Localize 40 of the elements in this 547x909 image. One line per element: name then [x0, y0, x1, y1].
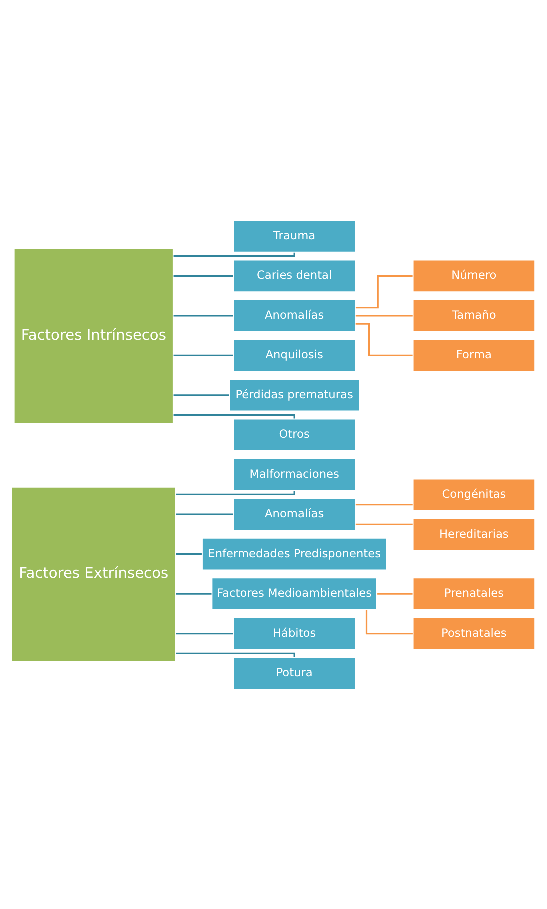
- node-box: Postnatales: [412, 616, 536, 650]
- connector: [356, 504, 413, 506]
- node-box: Tamaño: [412, 298, 536, 332]
- connector: [356, 314, 413, 316]
- connector: [176, 592, 212, 594]
- connector: [378, 592, 413, 594]
- connector: [176, 490, 296, 496]
- connector: [356, 322, 413, 356]
- node-box: Prenatales: [412, 576, 536, 611]
- connector: [176, 513, 234, 515]
- node-box: Anomalías: [232, 497, 357, 532]
- connector: [356, 523, 413, 526]
- connector: [366, 610, 413, 634]
- node-box: Factores Medioambientales: [211, 576, 378, 611]
- node-box: Forma: [412, 338, 536, 372]
- node-box: Anomalías: [232, 298, 357, 332]
- node-box: Pérdidas prematuras: [228, 378, 361, 412]
- node-box: Congénitas: [412, 478, 536, 512]
- connector: [176, 553, 202, 555]
- connector: [356, 274, 413, 308]
- node-box: Malformaciones: [232, 457, 357, 492]
- connector: [174, 394, 230, 396]
- node-box: Factores Intrínsecos: [13, 247, 175, 424]
- node-box: Caries dental: [232, 258, 357, 293]
- node-box: Hábitos: [232, 616, 357, 650]
- connector: [174, 274, 234, 276]
- node-box: Enfermedades Predisponentes: [201, 536, 388, 571]
- node-box: Factores Extrínsecos: [10, 486, 177, 662]
- connector: [174, 354, 234, 356]
- connector: [174, 414, 296, 418]
- connector: [176, 632, 234, 634]
- connector: [174, 314, 234, 316]
- node-box: Hereditarias: [412, 517, 536, 552]
- connector: [176, 652, 296, 657]
- node-box: Trauma: [232, 218, 357, 253]
- node-box: Anquilosis: [232, 338, 357, 372]
- node-box: Potura: [232, 656, 357, 690]
- connector: [174, 252, 296, 257]
- node-box: Otros: [232, 418, 357, 452]
- node-box: Número: [412, 258, 536, 293]
